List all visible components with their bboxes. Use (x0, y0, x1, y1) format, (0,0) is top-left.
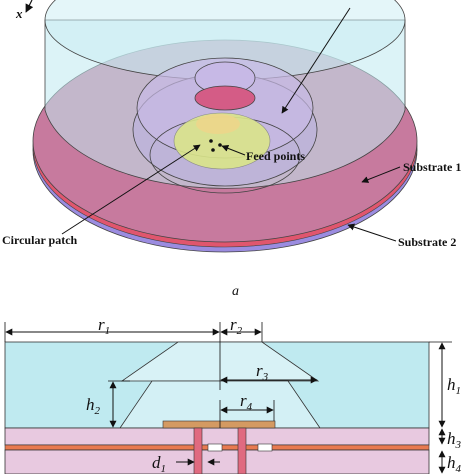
cross-section-view: r1 r2 r3 r4 h1 h2 h3 h4 d1 (4, 315, 462, 474)
label-substrate-2: Substrate 2 (398, 235, 456, 249)
label-h1: h1 (447, 375, 461, 397)
label-h3: h3 (447, 429, 462, 451)
arrow-substrate-2 (347, 223, 397, 242)
small-cylinder-bottom (194, 85, 256, 111)
feed-point-1 (209, 139, 213, 143)
label-r2: r2 (230, 315, 243, 337)
arrow-circular-patch (61, 144, 201, 235)
probe-right (237, 427, 247, 474)
feed-point-3 (211, 148, 215, 152)
label-r4: r4 (240, 391, 253, 413)
probe-left (193, 427, 203, 474)
label-circular-patch: Circular patch (2, 233, 78, 247)
x-axis-arrow (25, 0, 34, 13)
label-feed-points: Feed points (246, 149, 305, 163)
caption-a: a (232, 284, 239, 299)
top-3d-view: x Feed points Substrate 1 Substrate 2 Ci… (2, 0, 461, 299)
arrow-feed-points (221, 145, 246, 156)
label-r3: r3 (256, 361, 269, 383)
feed-point-2 (218, 143, 222, 147)
patch-highlight (196, 114, 240, 134)
label-h4: h4 (447, 453, 462, 474)
patch-section (162, 420, 276, 429)
label-substrate-1: Substrate 1 (403, 160, 461, 174)
label-d1: d1 (152, 453, 166, 474)
x-axis-label: x (15, 6, 23, 21)
gap-right (257, 443, 273, 452)
arrow-substrate-1 (361, 166, 401, 183)
label-h2: h2 (86, 395, 101, 417)
arrow-top-label (281, 7, 351, 114)
substrate-1-section (4, 427, 430, 446)
label-r1: r1 (98, 315, 110, 337)
gap-left (207, 443, 223, 452)
